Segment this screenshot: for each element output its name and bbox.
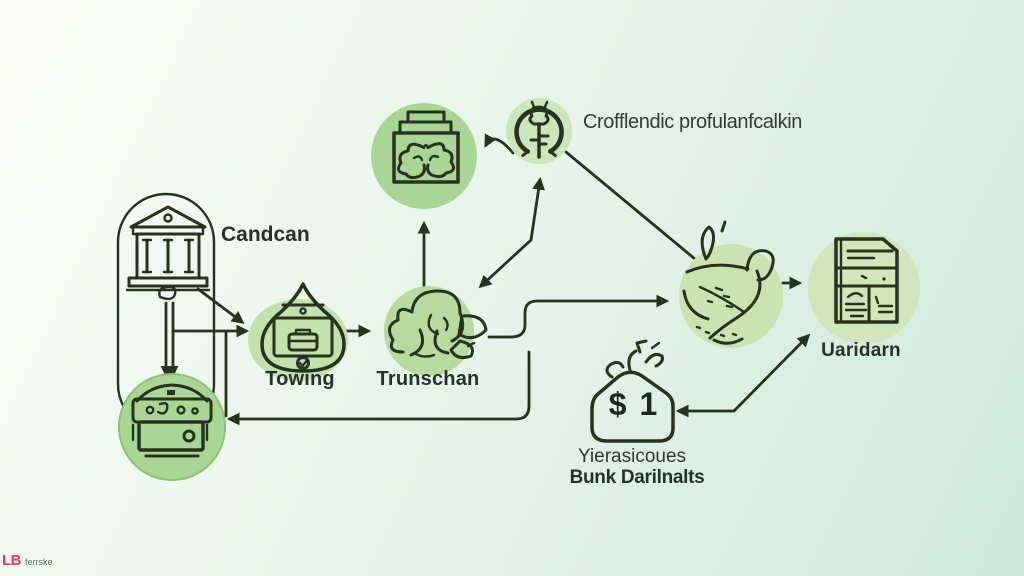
double-arrow-bank-to-register bbox=[158, 285, 179, 384]
trunschan-node bbox=[384, 286, 488, 376]
bank-node bbox=[125, 205, 211, 292]
arrow-trunschan-to-hand bbox=[487, 294, 670, 339]
cash-register-icon bbox=[131, 383, 213, 458]
money-bag-node bbox=[590, 339, 675, 443]
register-node bbox=[118, 373, 226, 481]
cabinet-label: Uaridarn bbox=[821, 340, 901, 361]
bank-label: Candcan bbox=[221, 223, 310, 246]
key-node bbox=[506, 98, 572, 164]
money-bag-caption-line1: Yierasicoues bbox=[577, 446, 687, 467]
key-label: Crofflendic profulanfcalkin bbox=[583, 111, 802, 133]
key-icon bbox=[514, 100, 564, 159]
arrow-key-trunschan-bidirectional bbox=[478, 176, 545, 289]
arrow-bag-cabinet-bidirectional bbox=[675, 333, 811, 418]
money-bag-value: $ 1 bbox=[608, 386, 660, 422]
swirl-decoration bbox=[158, 285, 177, 301]
money-bag-icon bbox=[590, 339, 675, 443]
money-bag-caption-line2: Bunk Darilnalts bbox=[569, 467, 705, 488]
cabinet-node bbox=[808, 232, 920, 344]
watermark: LB ferrske bbox=[2, 552, 53, 569]
archive-node bbox=[371, 103, 477, 209]
arrow-elbow-to-register bbox=[226, 350, 531, 426]
flower-icon bbox=[387, 289, 488, 359]
trunschan-label: Trunschan bbox=[376, 368, 480, 390]
hand-node bbox=[679, 220, 783, 348]
towing-label: Towing bbox=[265, 368, 335, 390]
bank-icon bbox=[125, 205, 211, 292]
watermark-note: ferrske bbox=[25, 557, 53, 567]
folder-brain-icon bbox=[392, 110, 460, 184]
line-key-to-hand bbox=[564, 150, 703, 266]
watermark-logo: LB bbox=[2, 552, 22, 569]
arrow-bank-to-towing bbox=[196, 287, 245, 324]
arrow-key-to-archive-curved bbox=[484, 133, 515, 155]
towing-node bbox=[248, 282, 348, 381]
cabinet-icon bbox=[834, 237, 899, 324]
hand-sketch-icon bbox=[682, 220, 775, 345]
briefcase-drop-icon bbox=[260, 282, 346, 373]
